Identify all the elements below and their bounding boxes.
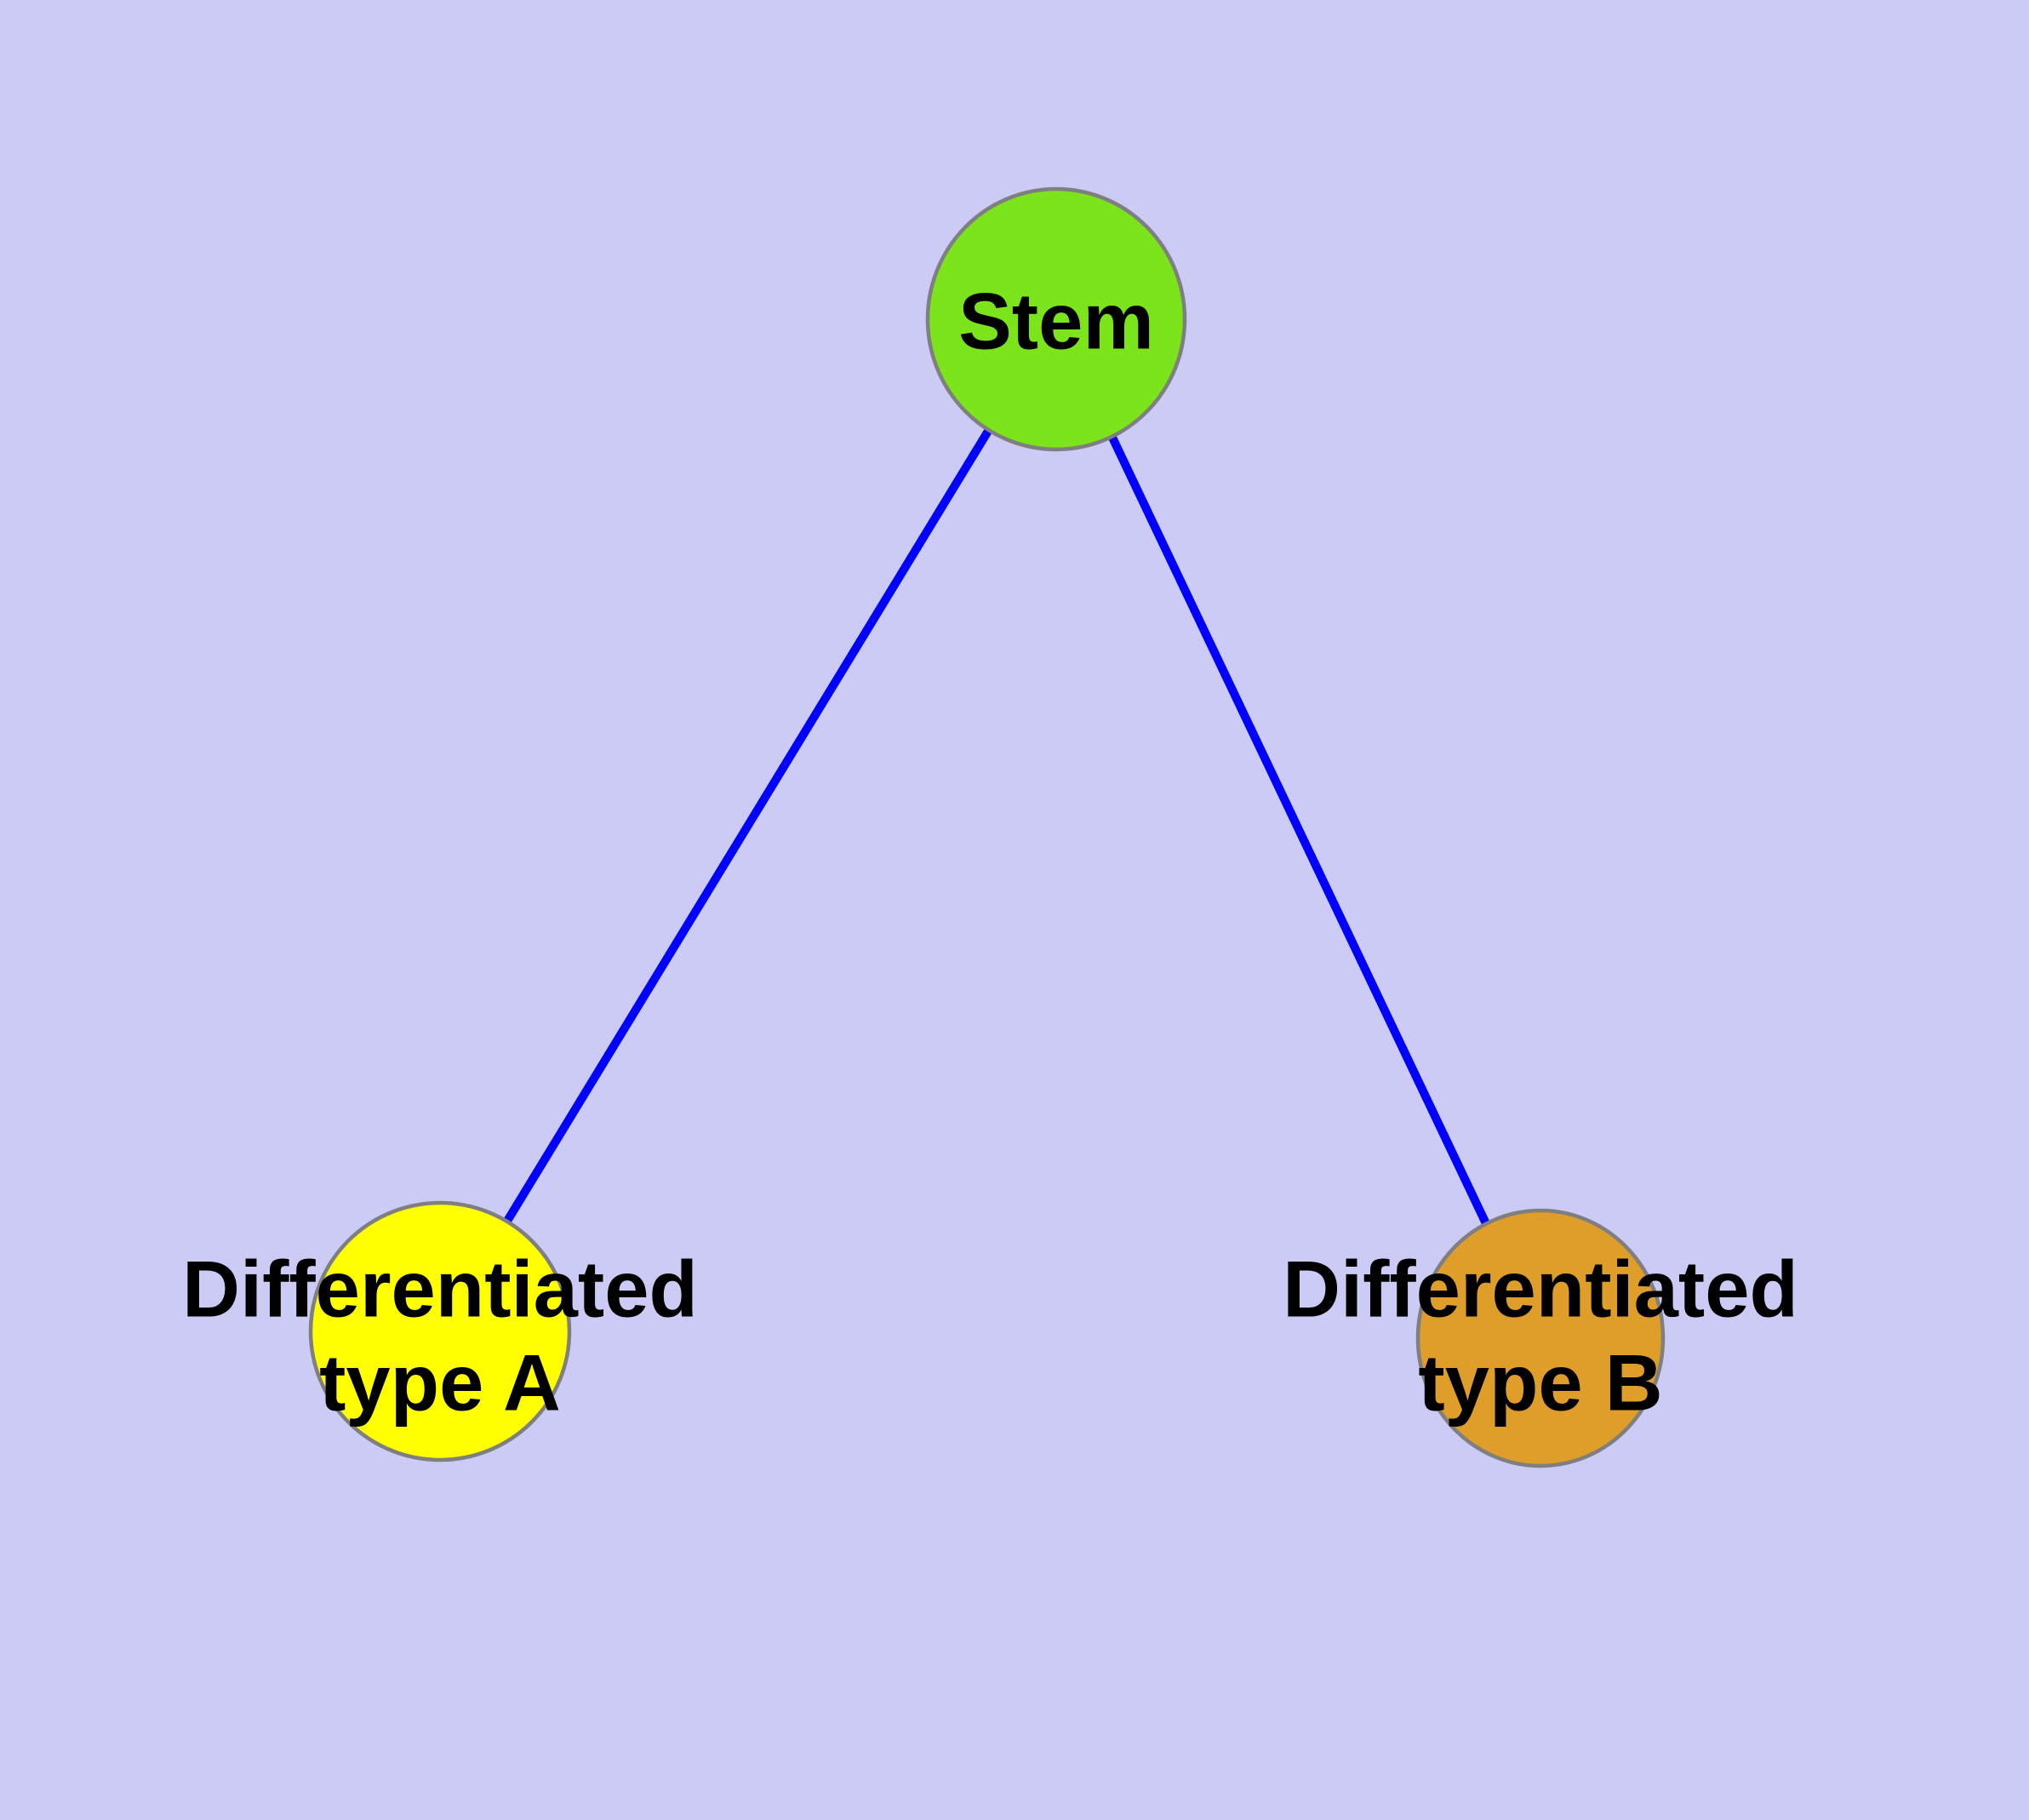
- node-stem-label: Stem: [958, 277, 1154, 366]
- node-type-a-label-line1: Differentiated: [182, 1245, 698, 1334]
- node-differentiated-type-a: [308, 1200, 572, 1462]
- node-type-b-label-line1: Differentiated: [1283, 1245, 1798, 1334]
- edge-stem-to-type-a: [436, 317, 1060, 1334]
- node-type-b-label-line2: type B: [1418, 1338, 1662, 1428]
- edge-stem-to-type-b: [1052, 317, 1545, 1341]
- node-stem: [925, 186, 1187, 452]
- node-type-a-label-line2: type A: [319, 1338, 561, 1428]
- node-differentiated-type-b: [1415, 1208, 1666, 1468]
